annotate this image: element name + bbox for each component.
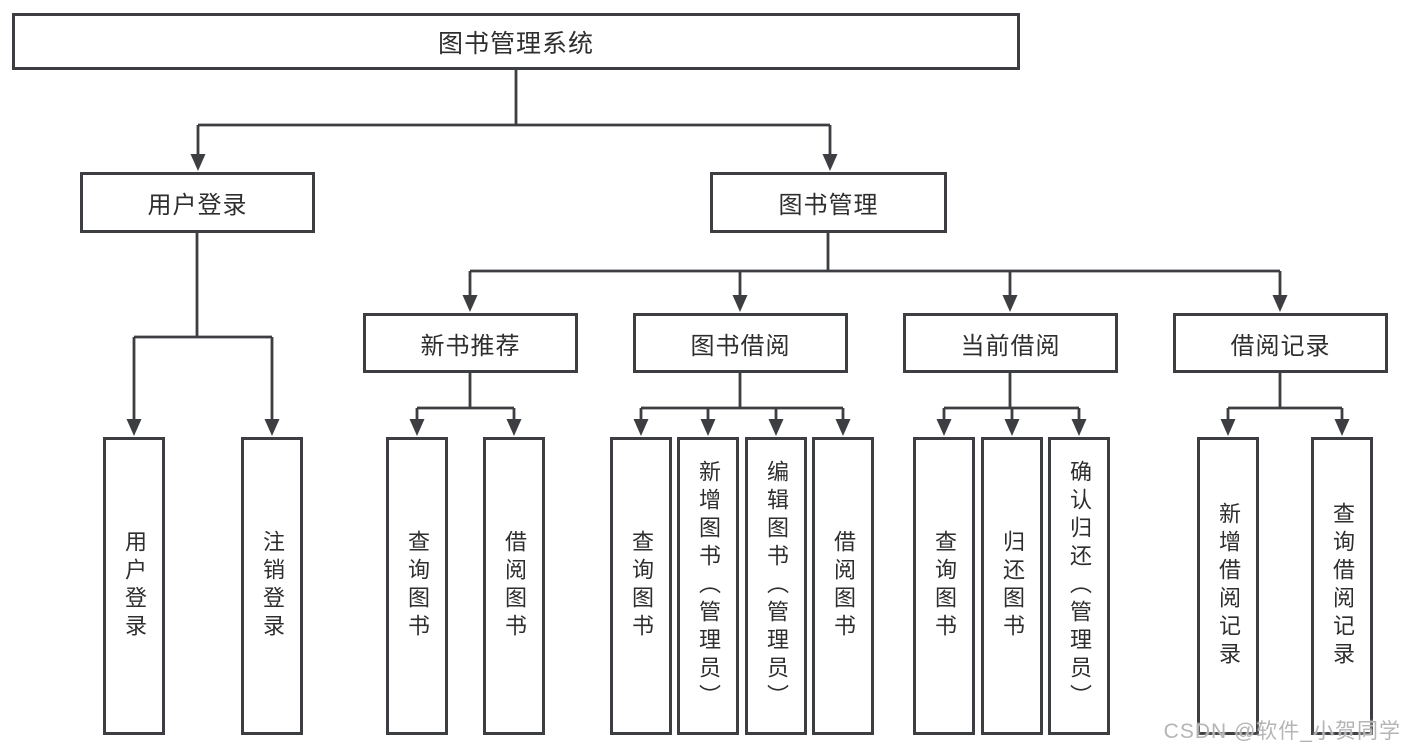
leaf-query-borrow-record-label: 查询借阅记录 (1330, 502, 1355, 670)
node-new-book-recommend: 新书推荐 (363, 313, 578, 373)
node-user-login-label: 用户登录 (147, 192, 248, 219)
leaf-logout-login: 注销登录 (241, 437, 303, 735)
node-new-book-recommend-label: 新书推荐 (420, 332, 521, 360)
node-current-borrow: 当前借阅 (903, 313, 1118, 373)
leaf-add-borrow-record: 新增借阅记录 (1197, 437, 1259, 735)
leaf-borrow-books-label: 借阅图书 (831, 530, 856, 642)
leaf-query-books-current: 查询图书 (913, 437, 975, 735)
node-book-management-label: 图书管理 (778, 192, 879, 219)
leaf-borrow-books-recommend: 借阅图书 (483, 437, 545, 735)
leaf-query-books-current-label: 查询图书 (932, 530, 957, 642)
leaf-query-books-borrow: 查询图书 (610, 437, 672, 735)
leaf-query-books-borrow-label: 查询图书 (629, 530, 654, 642)
leaf-return-books-label: 归还图书 (1000, 530, 1025, 642)
leaf-confirm-return-admin-label: 确认归还（管理员） (1067, 460, 1092, 712)
node-borrow-records: 借阅记录 (1173, 313, 1388, 373)
node-root-system: 图书管理系统 (12, 13, 1020, 70)
leaf-add-borrow-record-label: 新增借阅记录 (1216, 502, 1241, 670)
leaf-edit-books-admin: 编辑图书（管理员） (745, 437, 807, 735)
leaf-add-books-admin-label: 新增图书（管理员） (696, 460, 721, 712)
node-user-login: 用户登录 (80, 172, 315, 233)
node-book-borrow: 图书借阅 (633, 313, 848, 373)
leaf-query-books-recommend: 查询图书 (386, 437, 448, 735)
node-book-management: 图书管理 (710, 172, 947, 233)
node-root-label: 图书管理系统 (437, 29, 594, 58)
leaf-logout-login-label: 注销登录 (260, 530, 285, 642)
leaf-user-login-label: 用户登录 (122, 530, 147, 642)
node-borrow-records-label: 借阅记录 (1230, 332, 1331, 360)
leaf-borrow-books-recommend-label: 借阅图书 (502, 530, 527, 642)
leaf-query-borrow-record: 查询借阅记录 (1311, 437, 1373, 735)
leaf-confirm-return-admin: 确认归还（管理员） (1048, 437, 1110, 735)
node-book-borrow-label: 图书借阅 (690, 332, 791, 360)
csdn-watermark: CSDN @软件_小贺同学 (1163, 720, 1401, 743)
leaf-borrow-books: 借阅图书 (812, 437, 874, 735)
node-current-borrow-label: 当前借阅 (960, 332, 1061, 360)
leaf-edit-books-admin-label: 编辑图书（管理员） (764, 460, 789, 712)
leaf-query-books-recommend-label: 查询图书 (405, 530, 430, 642)
leaf-add-books-admin: 新增图书（管理员） (677, 437, 739, 735)
leaf-user-login: 用户登录 (103, 437, 165, 735)
leaf-return-books: 归还图书 (981, 437, 1043, 735)
